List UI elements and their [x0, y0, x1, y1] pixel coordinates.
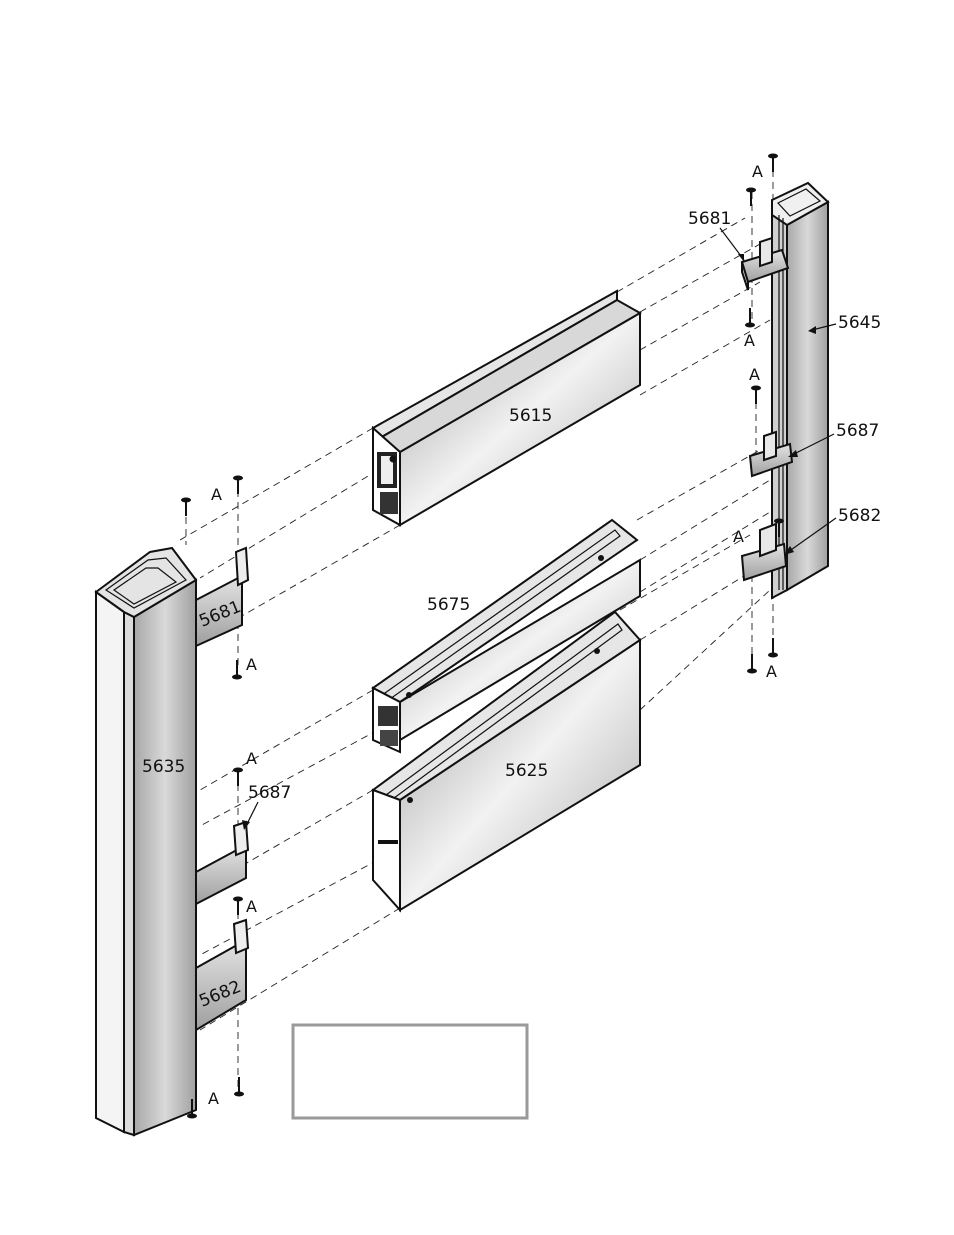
fastener-label-a: A	[211, 485, 222, 504]
label-5625: 5625	[505, 761, 548, 781]
screw-icon	[232, 660, 242, 680]
fastener-label-a: A	[246, 897, 257, 916]
bracket-5681-left: 5681	[196, 548, 248, 646]
fastener-label-a: A	[749, 365, 760, 384]
screw-icon	[745, 308, 755, 328]
screw-icon	[233, 897, 243, 916]
screw-icon	[234, 1077, 244, 1097]
screw-icon	[751, 386, 761, 405]
label-5682-right: 5682	[838, 506, 881, 526]
screw-icon	[768, 638, 778, 658]
fastener-label-a: A	[744, 331, 755, 350]
bracket-5682-left: 5682	[196, 920, 248, 1030]
screw-icon	[233, 768, 243, 787]
label-5687-right: 5687	[836, 421, 879, 441]
fastener-label-a: A	[246, 749, 257, 768]
rail-5615: 5615	[373, 291, 640, 525]
label-5687-left: 5687	[248, 783, 291, 803]
label-5681-right: 5681	[688, 209, 731, 229]
fastener-label-a: A	[752, 162, 763, 181]
label-5615: 5615	[509, 406, 552, 426]
screw-icon	[181, 498, 191, 517]
label-5635: 5635	[142, 757, 185, 777]
post-5645	[772, 183, 828, 598]
fastener-label-a: A	[766, 662, 777, 681]
fastener-label-a: A	[246, 655, 257, 674]
bracket-5687-left	[196, 822, 248, 904]
screw-icon	[768, 154, 778, 173]
fastener-label-a: A	[208, 1089, 219, 1108]
post-5635: 5635	[96, 548, 196, 1135]
fastener-label-a: A	[733, 527, 744, 546]
screw-icon	[747, 654, 757, 674]
label-5675: 5675	[427, 595, 470, 615]
label-5645: 5645	[838, 313, 881, 333]
screw-icon	[746, 188, 756, 207]
empty-label-box	[293, 1025, 527, 1118]
screw-icon	[233, 476, 243, 495]
